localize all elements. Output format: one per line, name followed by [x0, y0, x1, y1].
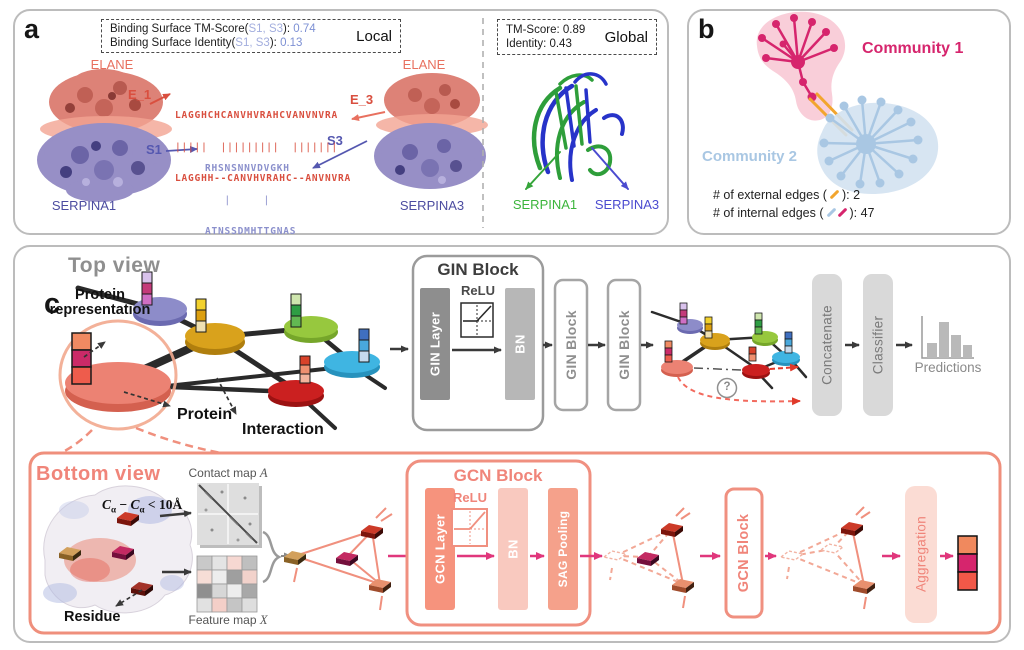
local-tag: Local: [356, 27, 392, 45]
final-feature-vector: [957, 535, 978, 591]
red-dashed-arrow: [769, 363, 799, 372]
gin-block-3-label: GIN Block: [616, 310, 632, 380]
distance-formula: Cα − Cα < 10Å: [102, 497, 183, 515]
sag-pooling-bar: [548, 488, 578, 610]
serpina3-label: SERPINA3: [399, 198, 465, 213]
global-tag: Global: [604, 28, 648, 46]
internal-edge-icon-crimson: [837, 207, 847, 218]
global-score-lines: TM-Score: 0.89 Identity: 0.43: [506, 24, 586, 50]
protein-highlight-circle: [58, 319, 178, 431]
global-serpina1-label: SERPINA1: [512, 197, 578, 212]
residue-tiles: [59, 512, 153, 596]
protein-representation-vector: [71, 332, 92, 385]
red-dashed-curve: [677, 376, 801, 406]
contact-map-label: Contact map A: [188, 466, 268, 480]
contact-map: [197, 483, 262, 548]
bn-bar: [505, 288, 535, 400]
concatenate-bar: [812, 274, 842, 416]
red-sequence-alignment: LAGGHCHCANVHVRAHCVANVNVRA ||||| ||||||||…: [175, 110, 352, 184]
residue-graph-3: [779, 506, 875, 610]
pooled-graph-feature-bars: [664, 302, 793, 363]
right-protein-complex: [374, 73, 488, 189]
protein-representation-label: Protein representation: [49, 287, 151, 318]
top-view-annotation-arrows: [83, 341, 237, 415]
top-graph-feature-bars: [141, 271, 370, 384]
community-1-label: Community 1: [862, 40, 964, 57]
blob-to-contact-arrow: [159, 510, 192, 518]
gcn-layer-label: GCN Layer: [432, 514, 448, 584]
gcn-relu-label: ReLU: [453, 490, 487, 505]
relu-icon: [460, 302, 494, 338]
gin-block-3-box: [606, 278, 642, 412]
gin-block-2-box: [553, 278, 589, 412]
relu2-icon: [451, 508, 488, 547]
bottom-view-title: Bottom view: [36, 463, 161, 485]
blue-sequence-alignment: RHSNSNNVDVGKH | | ATNSSDMHTTGNAS: [205, 163, 297, 237]
gin-relu-label: ReLU: [461, 283, 495, 298]
left-protein-complex: [37, 69, 172, 202]
local-score-lines: Binding Surface TM-Score(S1, S3): 0.74 B…: [110, 23, 316, 49]
elane-label-right: ELANE: [402, 57, 446, 72]
residue-annotation-arrow: [115, 589, 143, 607]
residue-graph-2: [602, 507, 694, 609]
gcn-layer-bar: [425, 488, 455, 610]
question-circle: [716, 377, 738, 399]
classifier-bar: [863, 274, 893, 416]
gin-layer-bar: [420, 288, 450, 400]
panel-a-arrows: [149, 93, 386, 169]
predictions-label: Predictions: [914, 360, 982, 375]
gin-block-2-label: GIN Block: [563, 310, 579, 380]
sag-pooling-label: SAG Pooling: [556, 510, 570, 588]
merge-brace: [262, 530, 282, 584]
top-view-title: Top view: [68, 254, 161, 277]
external-edge-icon: [829, 189, 840, 200]
internal-edges-line: # of internal edges (): 47: [713, 206, 875, 220]
question-mark: ?: [723, 381, 731, 393]
elane-label-left: ELANE: [90, 57, 134, 72]
panel-c-label: c: [44, 288, 61, 320]
local-score-box: Binding Surface TM-Score(S1, S3): 0.74 B…: [101, 19, 401, 53]
residue-graph-1: [284, 507, 393, 611]
s1-label: S1: [146, 142, 162, 157]
protein-label: Protein: [177, 406, 233, 423]
aggregation-label: Aggregation: [913, 515, 929, 593]
panel-a-label: a: [24, 14, 40, 44]
bn2-bar: [498, 488, 528, 610]
gcn-block-container: [405, 459, 592, 627]
community-2-cluster: [817, 95, 939, 195]
panel-a-border: [13, 9, 669, 235]
bn-label: BN: [512, 334, 528, 354]
e3-label: E_3: [350, 92, 374, 107]
interaction-label: Interaction: [242, 421, 324, 438]
gin-block-container: [411, 254, 545, 432]
e1-label: E_1: [128, 87, 152, 102]
global-serpina3-label: SERPINA3: [594, 197, 660, 212]
serpina1-label: SERPINA1: [51, 198, 117, 213]
community-2-label: Community 2: [702, 148, 798, 165]
missing-edge-dashdot: [693, 367, 742, 371]
feature-map: [196, 555, 258, 613]
s3-label: S3: [327, 133, 343, 148]
classifier-label: Classifier: [870, 315, 886, 375]
panel-b-label: b: [698, 14, 715, 44]
gin-layer-label: GIN Layer: [427, 311, 443, 377]
top-to-bottom-connectors: [49, 426, 429, 464]
aggregation-bar: [905, 486, 937, 623]
gcn-block-title: GCN Block: [453, 466, 543, 485]
global-structure-ribbon: [525, 72, 629, 190]
concatenate-label: Concatenate: [819, 305, 835, 385]
gin-block-title: GIN Block: [437, 260, 519, 279]
internal-edge-icon-blue: [826, 207, 836, 218]
predictions-chart-icon: [921, 316, 974, 359]
gcn-block-2-label: GCN Block: [736, 513, 752, 593]
protein-surface-blob: [43, 485, 193, 614]
global-score-box: TM-Score: 0.89 Identity: 0.43 Global: [497, 19, 657, 55]
gcn-block-2-box: [724, 487, 764, 619]
feature-map-label: Feature map X: [188, 613, 268, 627]
community-1-cluster: [756, 11, 846, 121]
residue-label: Residue: [64, 609, 121, 625]
bn2-label: BN: [505, 539, 521, 559]
external-edges-line: # of external edges (): 2: [713, 188, 861, 202]
